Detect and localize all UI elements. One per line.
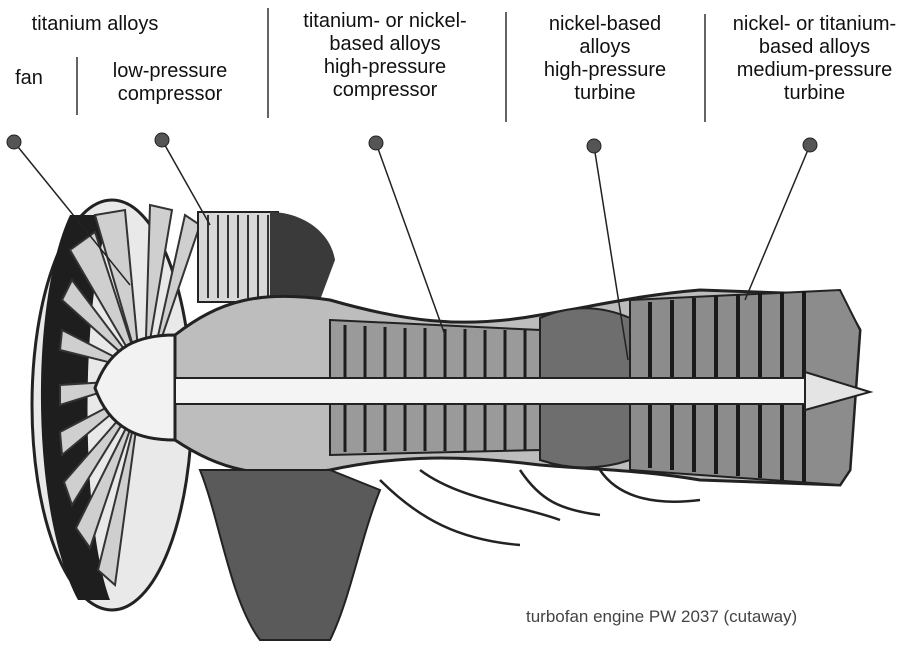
label-separators (77, 8, 705, 122)
engine-piping (380, 470, 700, 545)
leader-hp-compressor (376, 143, 445, 335)
dot-mp-turbine (803, 138, 817, 152)
central-shaft (175, 378, 805, 404)
accessory-gearbox (200, 470, 380, 640)
lp-compressor-casing (270, 212, 335, 300)
leader-dots (7, 133, 817, 153)
dot-hp-turbine (587, 139, 601, 153)
dot-fan (7, 135, 21, 149)
dot-hp-compressor (369, 136, 383, 150)
engine-cutaway (32, 200, 870, 640)
leader-mp-turbine (745, 145, 810, 300)
lp-compressor-vanes (208, 215, 268, 298)
dot-lp-compressor (155, 133, 169, 147)
